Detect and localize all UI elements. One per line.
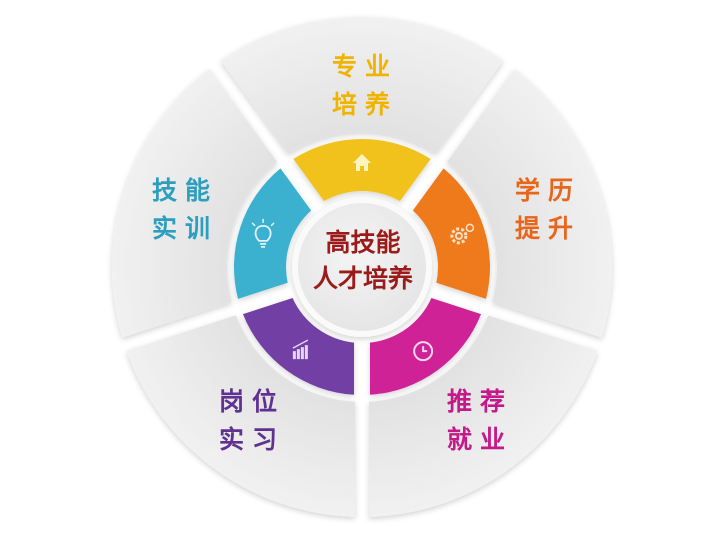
label-line: 实习 — [218, 425, 285, 454]
outer-segment-training — [112, 68, 278, 338]
segment-label-internship: 岗位 实习 — [192, 383, 312, 459]
center-circle — [298, 203, 426, 331]
label-line: 实训 — [151, 214, 218, 243]
outer-segment-employment — [368, 315, 598, 517]
center-title: 高技能 人才培养 — [297, 225, 429, 297]
label-line: 专业 — [331, 52, 398, 81]
segment-label-employment: 推荐 就业 — [420, 383, 540, 459]
outer-segment-major — [220, 16, 504, 154]
outer-segment-internship — [126, 315, 356, 517]
gear-icon — [450, 223, 475, 245]
ring-segment-employment — [369, 297, 482, 395]
label-line: 提升 — [514, 214, 581, 243]
label-line: 就业 — [446, 425, 513, 454]
segment-label-major: 专业 培养 — [305, 48, 425, 124]
outer-segment-degree — [446, 68, 612, 338]
label-line: 推荐 — [446, 387, 513, 416]
center-title-line2: 人才培养 — [312, 264, 413, 293]
bar-chart-icon — [292, 339, 309, 360]
segment-label-training: 技能 实训 — [125, 172, 245, 248]
ring-segment-major — [293, 139, 431, 202]
house-icon — [353, 154, 371, 171]
ring-segment-training — [233, 168, 312, 299]
clock-icon — [413, 341, 434, 362]
segment-label-degree: 学历 提升 — [488, 172, 608, 248]
center-title-line1: 高技能 — [325, 228, 401, 257]
label-line: 培养 — [331, 90, 398, 119]
ring-segment-internship — [242, 297, 355, 395]
label-line: 学历 — [514, 176, 581, 205]
label-line: 岗位 — [218, 387, 285, 416]
ring-segment-degree — [412, 168, 490, 299]
label-line: 技能 — [151, 176, 218, 205]
lightbulb-icon — [251, 218, 275, 248]
